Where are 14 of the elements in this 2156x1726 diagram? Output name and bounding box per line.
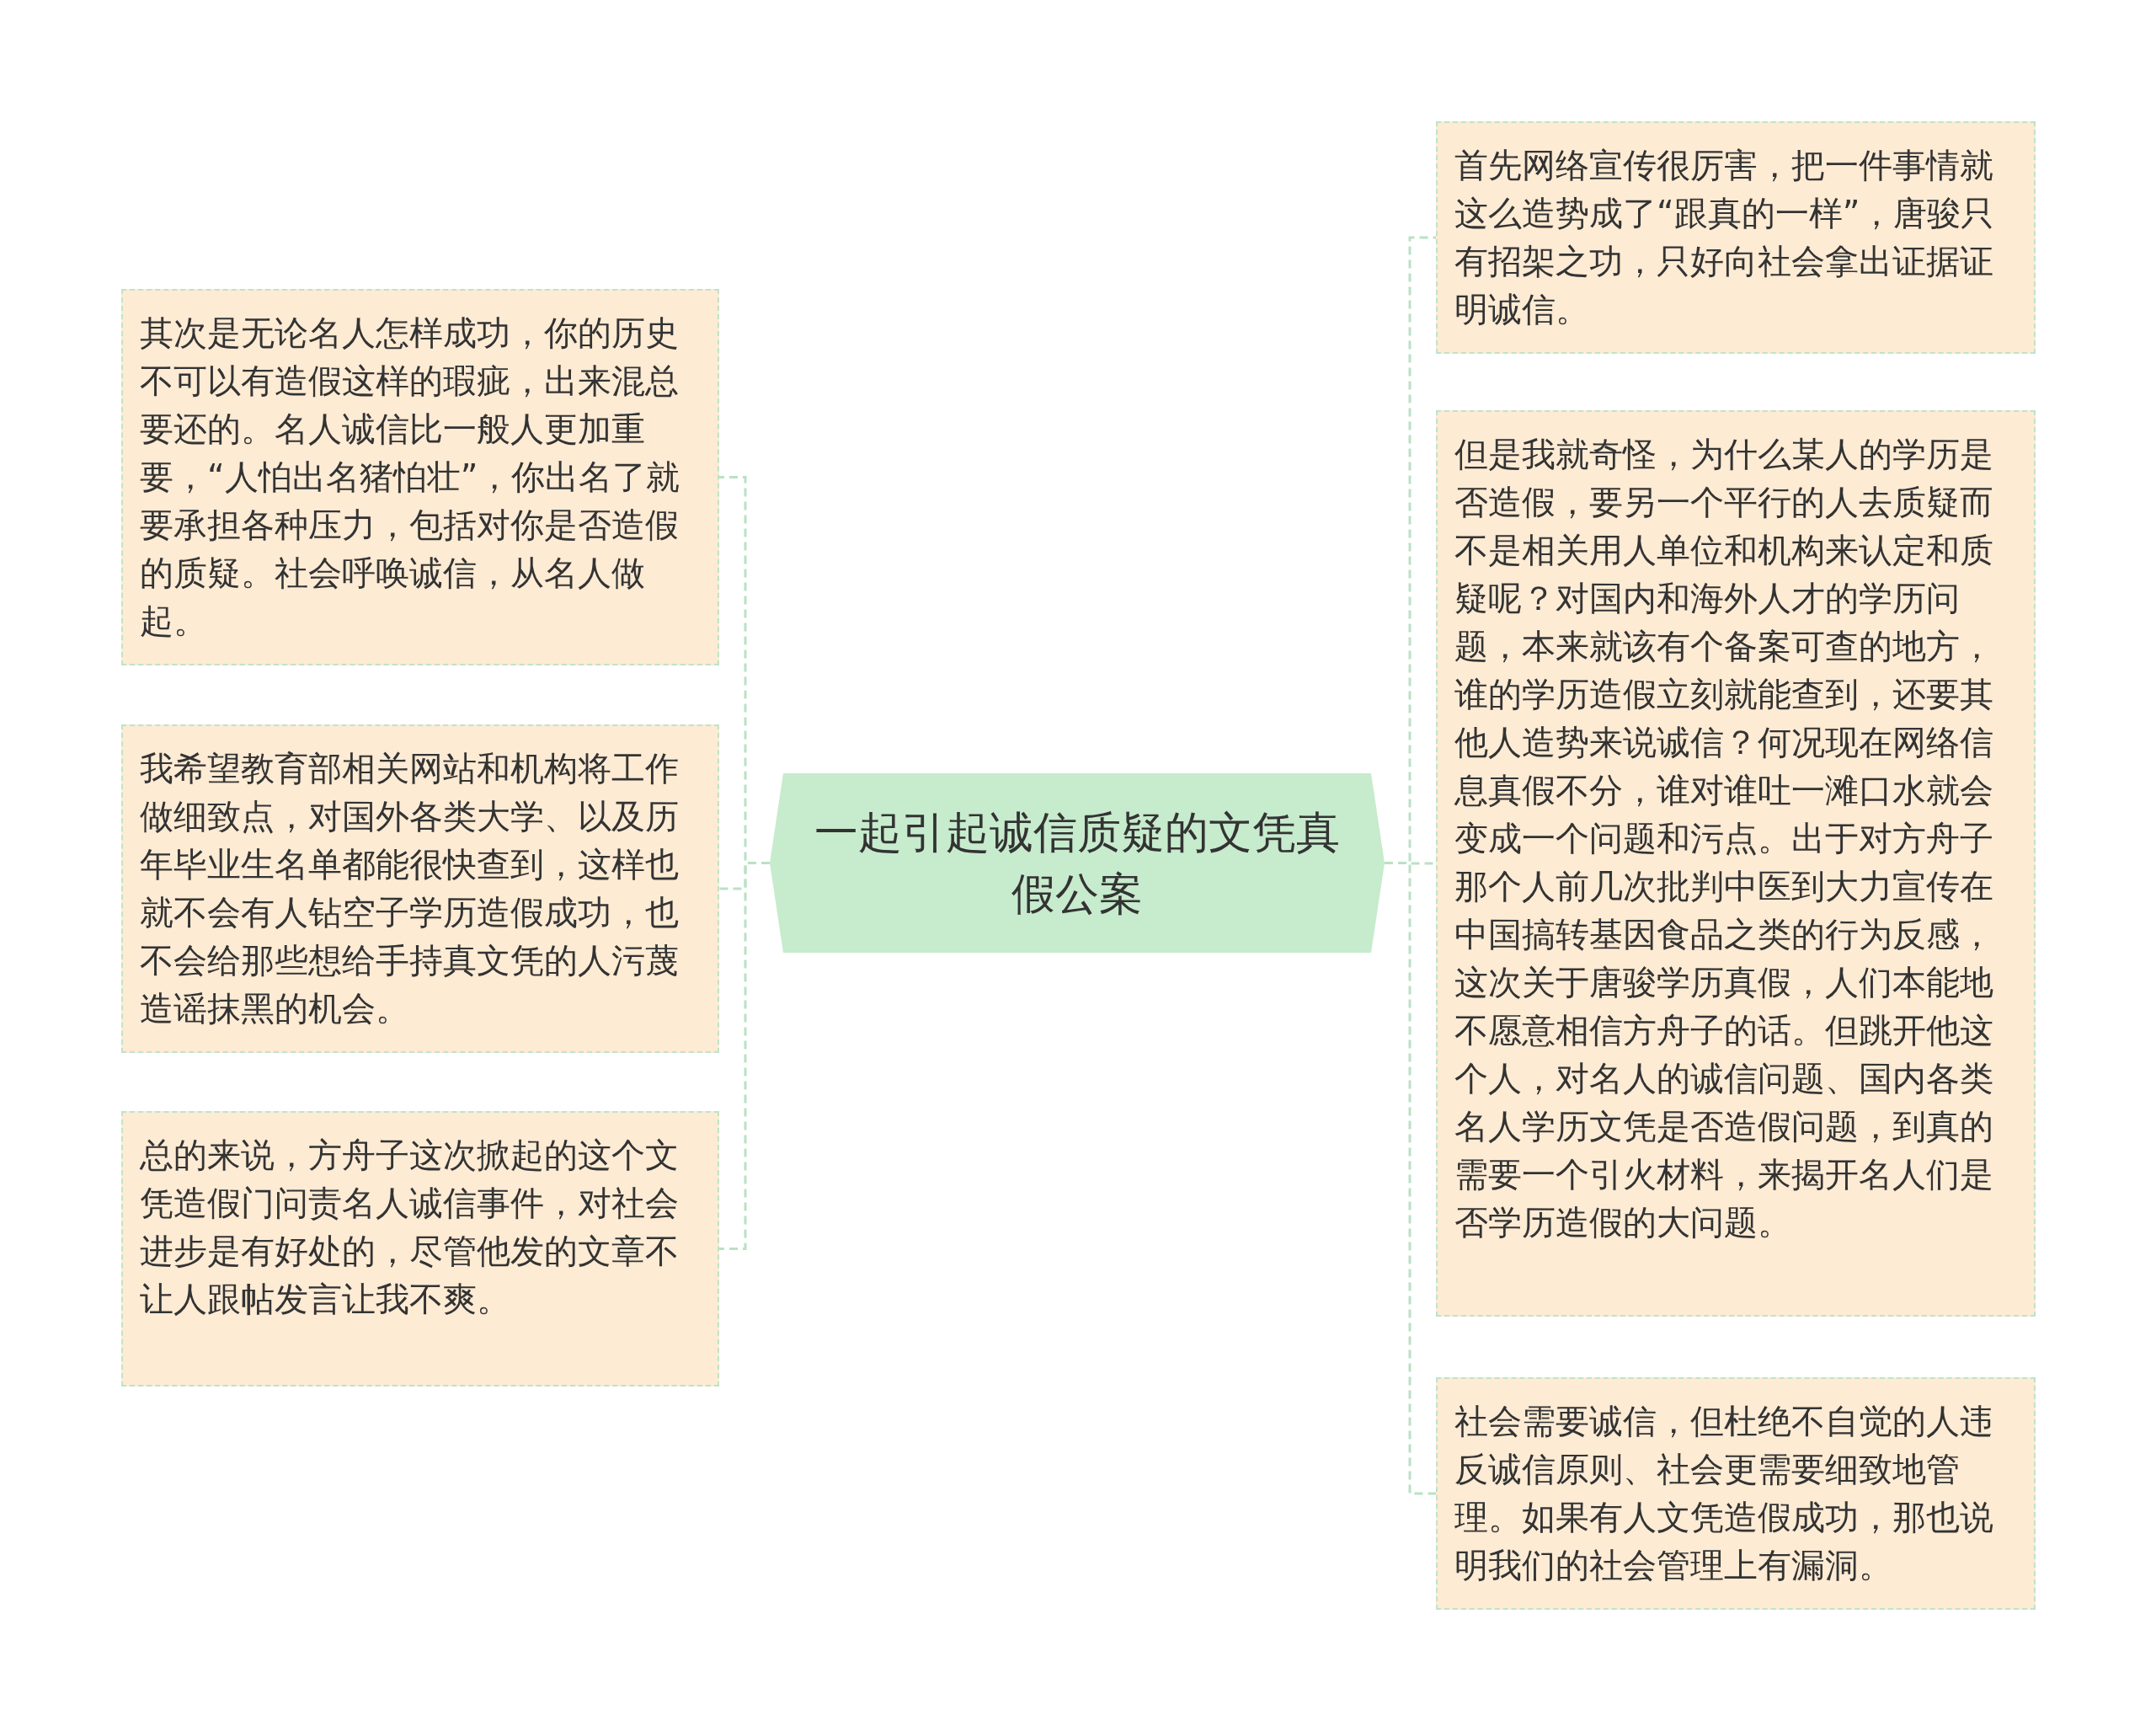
note-card xyxy=(121,1111,719,1387)
connector-line xyxy=(719,862,770,1250)
note-text: 社会需要诚信，但杜绝不自觉的人违反诚信原则、社会更需要细致地管理。如果有人文凭造假成功，那也说明我们的社会管理上有漏洞。 xyxy=(1454,1401,1994,1586)
note-text: 但是我就奇怪，为什么某人的学历是否造假，要另一个平行的人去质疑而不是相关用人单位和机构来认定和质疑呢？对国内和海外人才的学历问题，本来就该有个备案可查的地方，谁的学历造假立刻就能查到，还要其他人造势来说诚信？何况现在网络信息真假不分，谁对谁吐一滩口水就会变成一个问题和污点。出于对方舟子那个人前几次批判中医到大力宣传在中国搞转基因食品之类的行为反感，这次关于唐骏学历真假，人们本能地不愿意相信方舟子的话。但跳开他这个人，对名人的诚信问题、国内各类名人学历文凭是否造假问题，到真的需要一个引火材料，来揭开名人们是否学历造假的大问题。 xyxy=(1454,434,1994,1243)
note-text: 首先网络宣传很厉害，把一件事情就这么造势成了“跟真的一样”，唐骏只有招架之功，只好向社会拿出证据证明诚信。 xyxy=(1454,145,1996,330)
note-card xyxy=(121,289,719,665)
note-text: 我希望教育部相关网站和机构将工作做细致点，对国外各类大学、以及历年毕业生名单都能很快查到，这样也就不会有人钻空子学历造假成功，也不会给那些想给手持真文凭的人污蔑造谣抹黑的机会。 xyxy=(140,748,680,1029)
topic-text: 一起引起诚信质疑的文凭真假公案 xyxy=(814,805,1341,921)
note-text: 总的来说，方舟子这次掀起的这个文凭造假门问责名人诚信事件，对社会进步是有好处的，尽管他发的文章不让人跟帖发言让我不爽。 xyxy=(140,1135,680,1320)
note-text: 其次是无论名人怎样成功，你的历史不可以有造假这样的瑕疵，出来混总要还的。名人诚信比一般人更加重要，“人怕出名猪怕壮”，你出名了就要承担各种压力，包括对你是否造假的质疑。社会呼唤诚信，从名人做起。 xyxy=(140,313,681,642)
note-card xyxy=(1436,410,2036,1317)
note-card xyxy=(1436,1377,2036,1610)
note-card xyxy=(1436,121,2036,354)
note-card xyxy=(121,724,719,1053)
